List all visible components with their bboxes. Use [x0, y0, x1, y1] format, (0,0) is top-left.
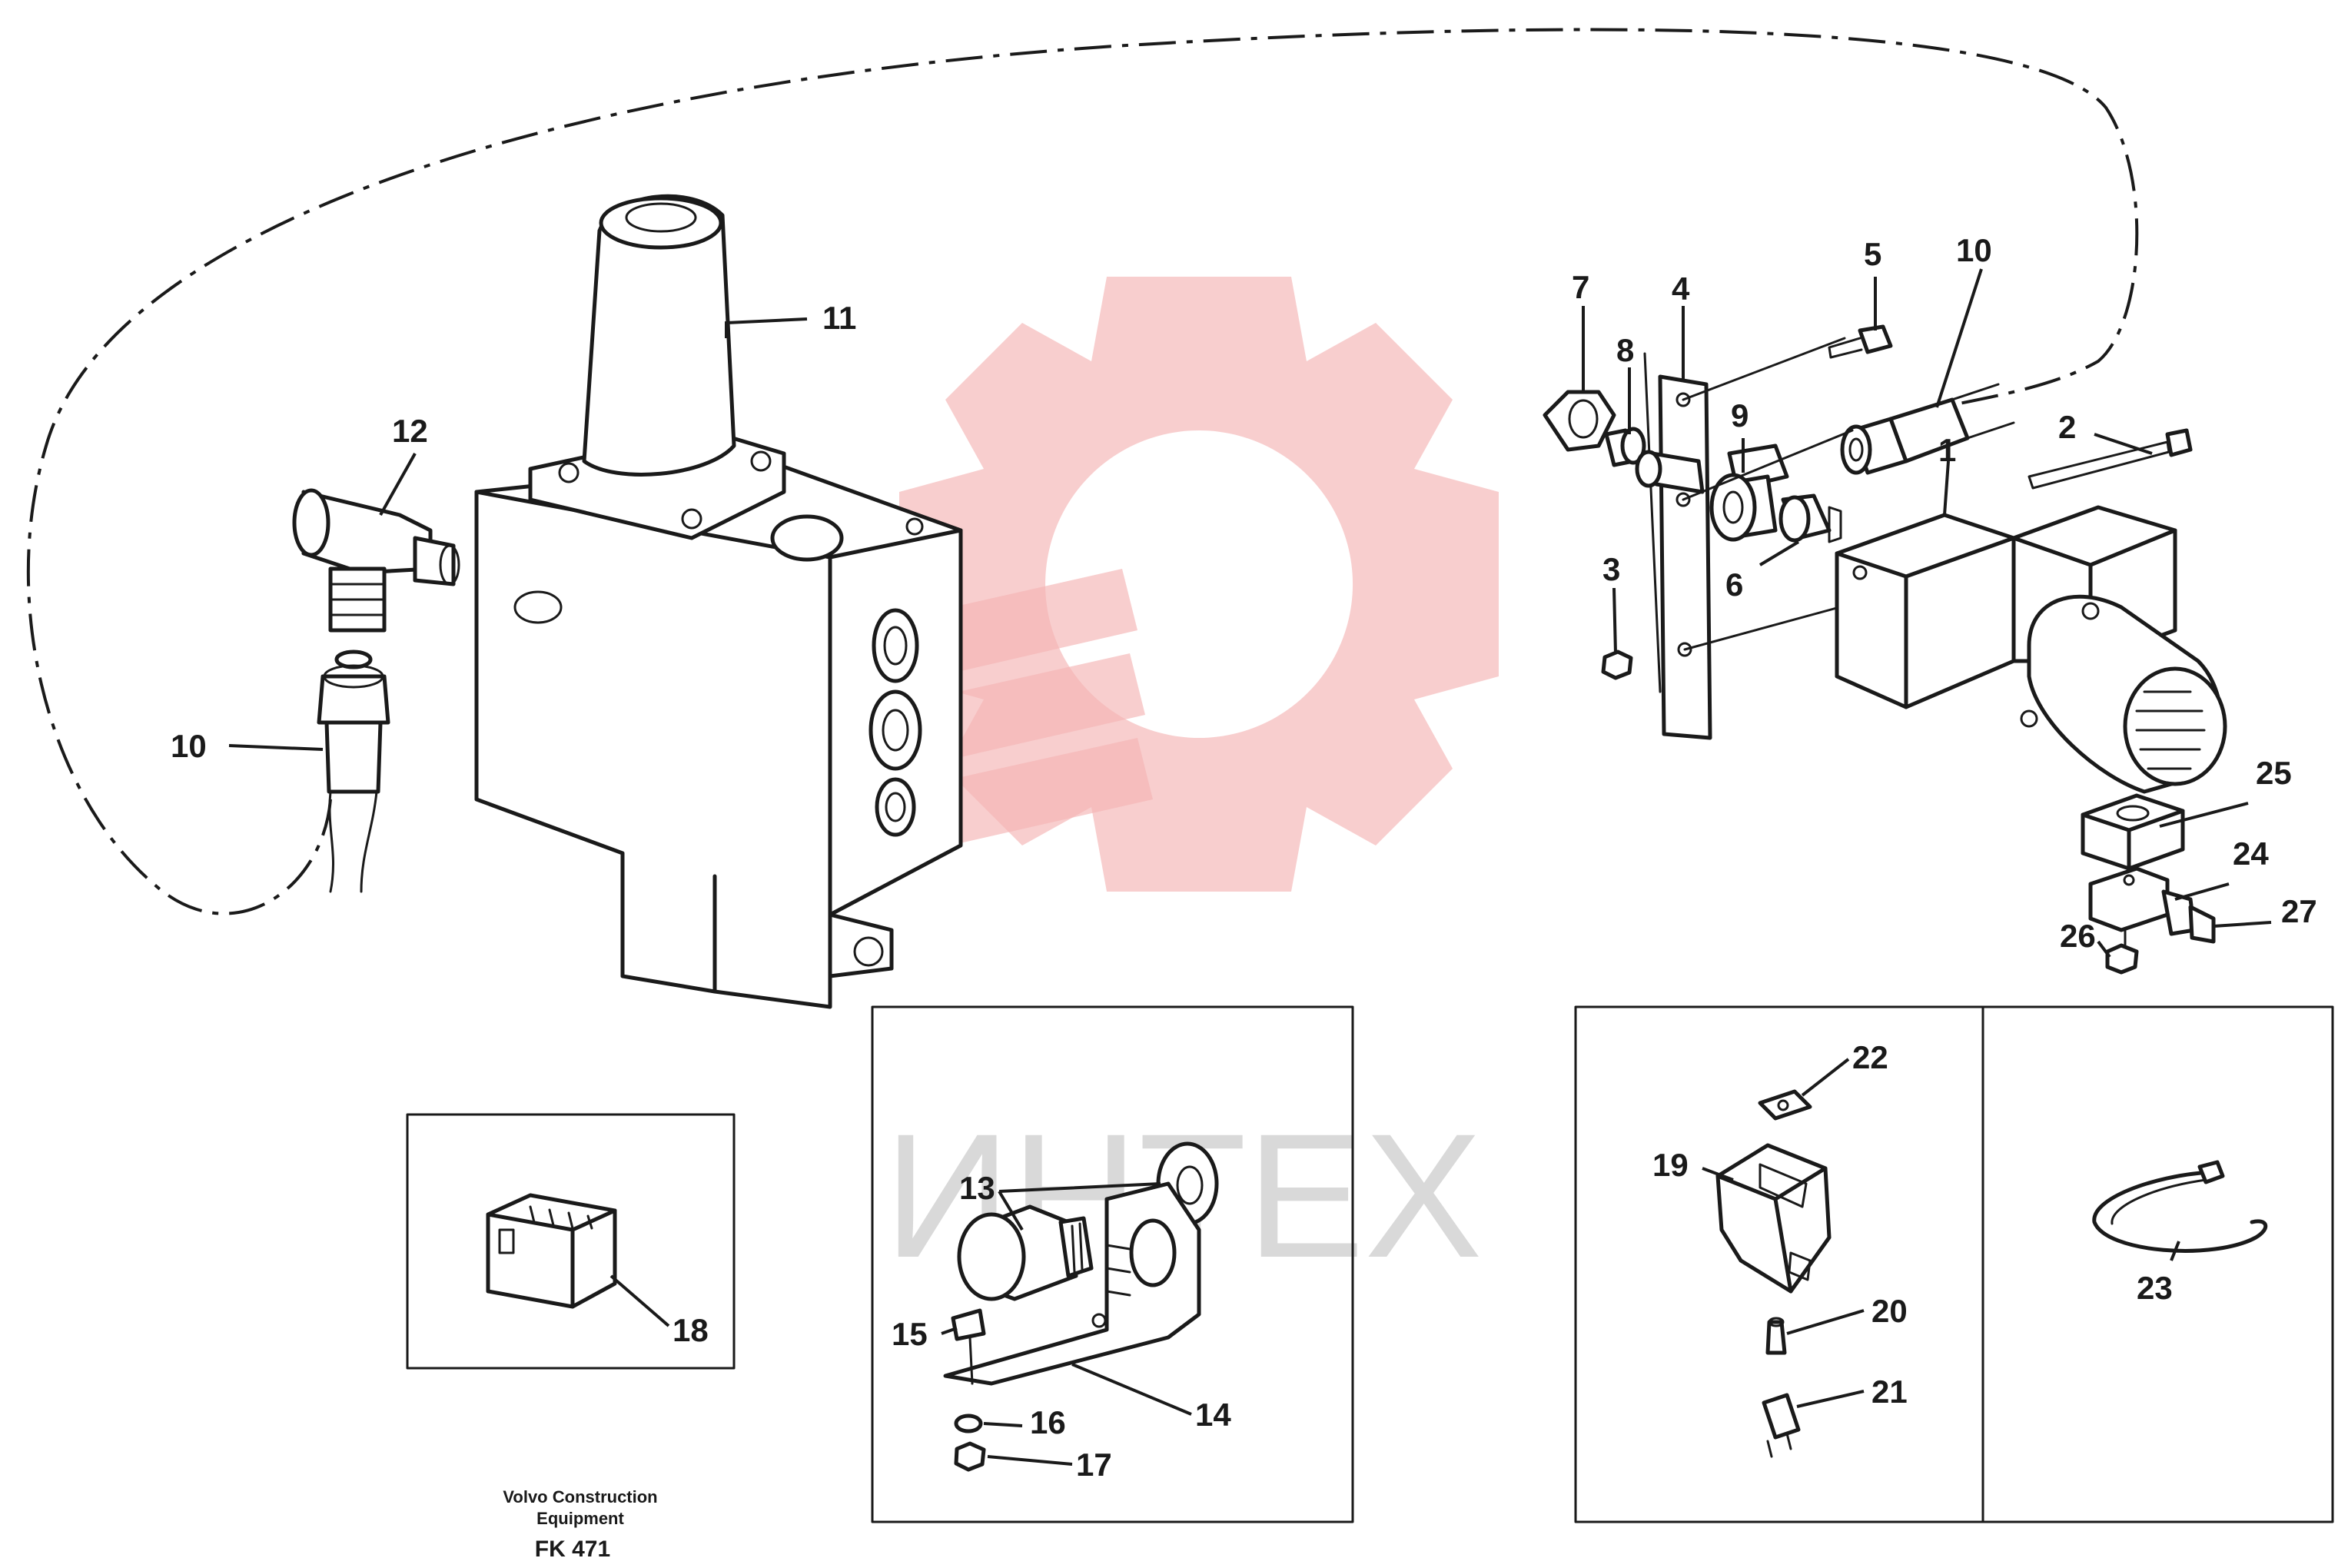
callout-2: 2 — [2058, 409, 2076, 445]
washer-8 — [1604, 427, 1646, 467]
callout-7: 7 — [1572, 269, 1589, 305]
callout-9: 9 — [1731, 397, 1749, 434]
callout-10-right: 10 — [1956, 232, 1992, 268]
callout-24: 24 — [2233, 835, 2269, 872]
nut-26 — [2105, 943, 2139, 975]
callout-27: 27 — [2281, 893, 2317, 929]
callout-23: 23 — [2137, 1270, 2173, 1306]
callout-10-left: 10 — [171, 728, 207, 764]
connector-24 — [2088, 866, 2216, 951]
connector-25 — [2081, 793, 2185, 871]
hose-end-left — [317, 649, 390, 893]
bracket-strip — [1643, 352, 1712, 740]
inset-box-connector-18 — [406, 1113, 736, 1370]
nut-17 — [954, 1441, 986, 1472]
nut-3 — [1601, 649, 1633, 680]
callout-21: 21 — [1871, 1374, 1908, 1410]
screw-5 — [1828, 324, 1893, 359]
nut-7 — [1543, 390, 1616, 452]
bolt-2 — [2028, 428, 2193, 490]
callout-4: 4 — [1672, 271, 1690, 307]
connector-18 — [486, 1193, 617, 1309]
leader-lines — [228, 268, 2272, 1466]
callout-26: 26 — [2060, 918, 2096, 954]
solenoid-valve — [1835, 505, 2227, 794]
bulb-holder-21 — [1762, 1393, 1801, 1458]
callout-8: 8 — [1616, 332, 1634, 368]
callout-15: 15 — [892, 1316, 928, 1352]
inset-box-cable-tie-23 — [1981, 1005, 2334, 1523]
label-plate-22 — [1758, 1089, 1812, 1121]
callout-5: 5 — [1864, 236, 1881, 272]
callout-16: 16 — [1030, 1404, 1066, 1440]
bulb-20 — [1765, 1317, 1787, 1355]
callout-13: 13 — [959, 1170, 995, 1206]
inset-box-sensor-13 — [871, 1005, 1354, 1523]
sensor-13 — [957, 1204, 1094, 1301]
caption-manufacturer: Volvo Construction — [503, 1487, 657, 1507]
callout-1: 1 — [1938, 432, 1956, 468]
washer-16 — [954, 1414, 983, 1433]
callout-20: 20 — [1871, 1293, 1908, 1329]
cable-tie-23 — [2092, 1160, 2267, 1253]
callout-18: 18 — [673, 1312, 709, 1348]
fitting-6 — [1778, 493, 1842, 543]
callout-22: 22 — [1852, 1039, 1888, 1075]
callout-25: 25 — [2256, 755, 2292, 791]
valve-block — [474, 194, 963, 1009]
caption-figure-code: FK 471 — [535, 1536, 610, 1562]
hose-route-line — [26, 28, 2139, 915]
callout-14: 14 — [1195, 1397, 1231, 1433]
callout-11: 11 — [822, 300, 856, 336]
hose-end-right — [1840, 383, 2015, 475]
bracket-14 — [943, 1181, 1201, 1386]
rocker-switch-19 — [1715, 1143, 1832, 1294]
callout-17: 17 — [1076, 1447, 1112, 1483]
callout-6: 6 — [1725, 566, 1743, 603]
callout-19: 19 — [1652, 1147, 1689, 1183]
caption-manufacturer-line2: Equipment — [536, 1509, 624, 1528]
callout-3: 3 — [1602, 551, 1620, 587]
elbow-fitting — [292, 488, 460, 633]
screw-15 — [951, 1308, 986, 1385]
callout-12: 12 — [392, 413, 428, 449]
